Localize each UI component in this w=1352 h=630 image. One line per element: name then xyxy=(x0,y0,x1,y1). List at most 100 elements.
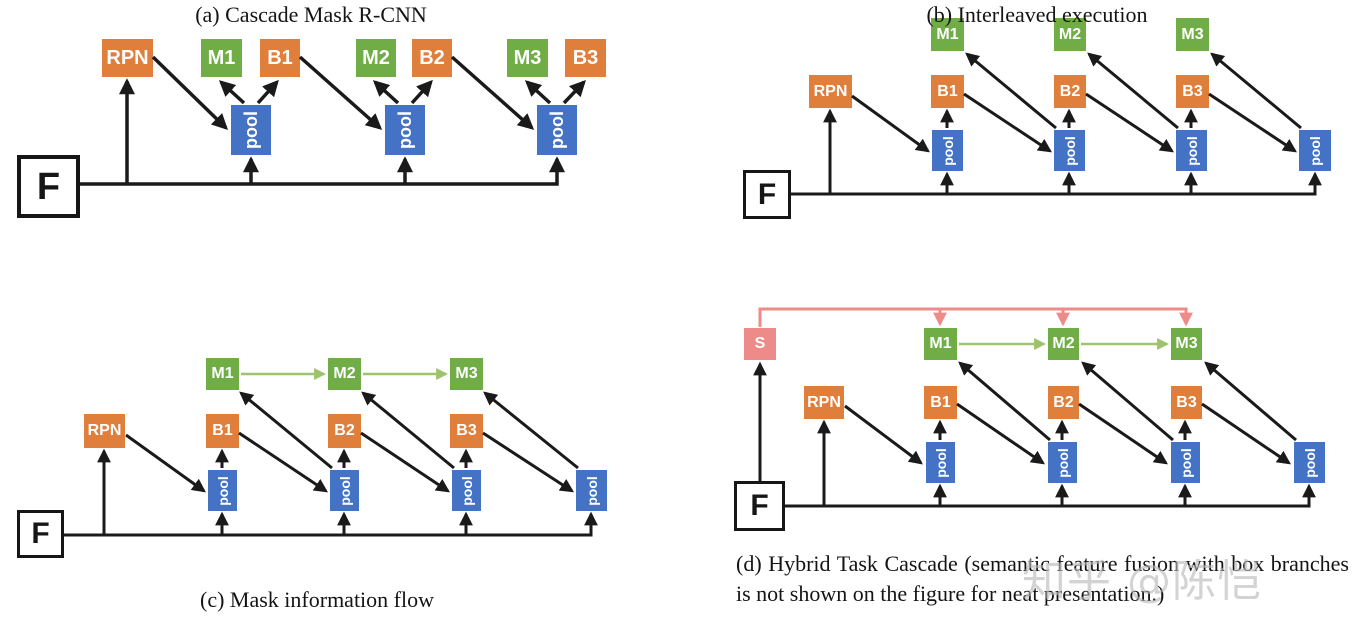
panel-d-label-pool2: pool xyxy=(1054,447,1071,478)
panel-b-arrow-8 xyxy=(851,94,930,153)
panel-a-arrow-0 xyxy=(80,156,566,186)
panel-d-node-m3: M3 xyxy=(1171,328,1202,360)
panel-c-label-pool2: pool xyxy=(336,475,353,506)
panel-d-arrow-12 xyxy=(1201,402,1291,465)
panel-b-label-b2: B2 xyxy=(1059,82,1081,100)
panel-b-label-rpn: RPN xyxy=(813,82,848,100)
panel-c-node-m2: M2 xyxy=(328,358,361,390)
panel-c-label-pool3: pool xyxy=(458,475,475,506)
panel-b-arrow-13 xyxy=(1087,52,1179,130)
panel-c-label-m3: M3 xyxy=(455,365,478,382)
caption-panel-b: (b) Interleaved execution xyxy=(926,2,1148,27)
panel-c-label-m2: M2 xyxy=(333,365,356,382)
panel-a-label-rpn: RPN xyxy=(106,47,149,69)
panel-d-arrow-13 xyxy=(958,361,1051,442)
panel-b-label-m2: M2 xyxy=(1058,25,1082,43)
panel-a-node-rpn: RPN xyxy=(102,39,153,77)
panel-a-label-pool2: pool xyxy=(395,111,415,149)
panel-a-label-pool1: pool xyxy=(241,111,261,149)
panel-b-arrow-14 xyxy=(1210,52,1302,130)
panel-d-label-f: F xyxy=(750,489,769,522)
panel-d-label-s: S xyxy=(754,335,766,352)
panel-b-arrow-11 xyxy=(1208,92,1298,153)
panel-c-node-rpn: RPN xyxy=(84,414,125,448)
panel-d-label-pool4: pool xyxy=(1301,447,1318,478)
panel-b-label-pool2: pool xyxy=(1061,135,1078,166)
panel-c-node-b3: B3 xyxy=(450,414,483,448)
panel-d-node-pool3: pool xyxy=(1171,442,1200,483)
panel-b-node-m1: M1 xyxy=(931,18,964,51)
panel-d-label-m2: M2 xyxy=(1052,335,1075,352)
panel-b-node-pool3: pool xyxy=(1176,130,1207,171)
panel-d-arrow-18 xyxy=(758,307,1193,327)
panel-c-node-m1: M1 xyxy=(206,358,239,390)
panel-a-label-m1: M1 xyxy=(207,47,236,69)
panel-a-label-b3: B3 xyxy=(572,47,599,69)
panel-a-node-m3: M3 xyxy=(507,39,548,77)
panel-d-label-b1: B1 xyxy=(930,393,951,411)
caption-panel-d: (d) Hybrid Task Cascade (semantic featur… xyxy=(736,551,1349,606)
panel-d-label-pool3: pool xyxy=(1177,447,1194,478)
panel-a-node-pool3: pool xyxy=(537,105,577,155)
panel-d-label-m1: M1 xyxy=(929,335,952,352)
panel-a-node-pool2: pool xyxy=(385,105,425,155)
panel-c-label-b2: B2 xyxy=(334,422,355,439)
panel-d-label-rpn: RPN xyxy=(807,393,841,411)
panel-b-node-pool4: pool xyxy=(1299,130,1331,171)
panel-d-node-b3: B3 xyxy=(1171,386,1202,419)
panel-b-arrow-9 xyxy=(963,92,1053,153)
panel-a-label-b1: B1 xyxy=(267,47,293,69)
panel-d-arrow-10 xyxy=(956,402,1045,465)
panel-d-node-m2: M2 xyxy=(1048,328,1079,360)
panel-a-arrow-8 xyxy=(372,80,400,105)
panel-b-label-m3: M3 xyxy=(1181,25,1204,43)
panel-d-node-f: F xyxy=(734,481,785,531)
panel-c-node-m3: M3 xyxy=(450,358,483,390)
watermark: 知乎 @陈恺 xyxy=(1022,556,1262,607)
panel-c-label-rpn: RPN xyxy=(87,422,122,439)
panel-a-label-m3: M3 xyxy=(513,47,542,69)
panel-c-arrow-12 xyxy=(239,391,333,470)
panel-c-label-pool4: pool xyxy=(583,475,600,506)
panel-c-arrow-0 xyxy=(64,511,598,537)
panel-b-node-pool2: pool xyxy=(1054,130,1085,171)
panel-b-node-m3: M3 xyxy=(1176,18,1209,51)
panel-b-node-b1: B1 xyxy=(931,75,964,108)
panel-c-node-pool4: pool xyxy=(576,470,607,511)
panel-d-node-s: S xyxy=(744,328,776,360)
panel-b-label-pool3: pool xyxy=(1183,135,1200,166)
panel-d-node-pool4: pool xyxy=(1294,442,1325,483)
panel-b-label-f: F xyxy=(757,177,777,211)
panel-d-label-b2: B2 xyxy=(1053,393,1074,411)
panel-d-label-b3: B3 xyxy=(1176,393,1197,411)
panel-b-arrow-10 xyxy=(1085,92,1175,153)
panel-c-node-b2: B2 xyxy=(328,414,361,448)
panel-b-node-pool1: pool xyxy=(932,130,963,171)
panel-d-node-b2: B2 xyxy=(1048,386,1079,419)
panel-c-label-b1: B1 xyxy=(212,422,233,439)
panel-a-node-b2: B2 xyxy=(412,39,452,77)
panel-c-label-pool1: pool xyxy=(214,475,231,506)
panel-b-label-pool1: pool xyxy=(939,135,956,166)
panel-a-label-m2: M2 xyxy=(362,47,390,69)
panel-b-node-b2: B2 xyxy=(1054,75,1086,108)
panel-d-node-pool2: pool xyxy=(1048,442,1077,483)
panel-a-label-pool3: pool xyxy=(547,111,567,149)
panel-a-label-f: F xyxy=(36,165,61,208)
panel-b-node-f: F xyxy=(743,170,791,219)
panel-c-node-pool1: pool xyxy=(208,470,237,511)
panel-b-label-pool4: pool xyxy=(1306,135,1323,166)
panel-a-arrow-12 xyxy=(562,79,586,105)
panel-a-label-b2: B2 xyxy=(419,47,445,69)
panel-c-arrow-11 xyxy=(482,431,575,493)
panel-a-node-b3: B3 xyxy=(565,39,606,77)
panel-a-arrow-5 xyxy=(218,80,246,105)
panel-d-node-b1: B1 xyxy=(924,386,957,419)
panel-c-node-pool2: pool xyxy=(330,470,359,511)
panel-a-node-pool1: pool xyxy=(231,105,271,155)
panel-a-node-b1: B1 xyxy=(260,39,300,77)
panel-a-node-f: F xyxy=(17,155,80,218)
panel-c-node-pool3: pool xyxy=(452,470,481,511)
